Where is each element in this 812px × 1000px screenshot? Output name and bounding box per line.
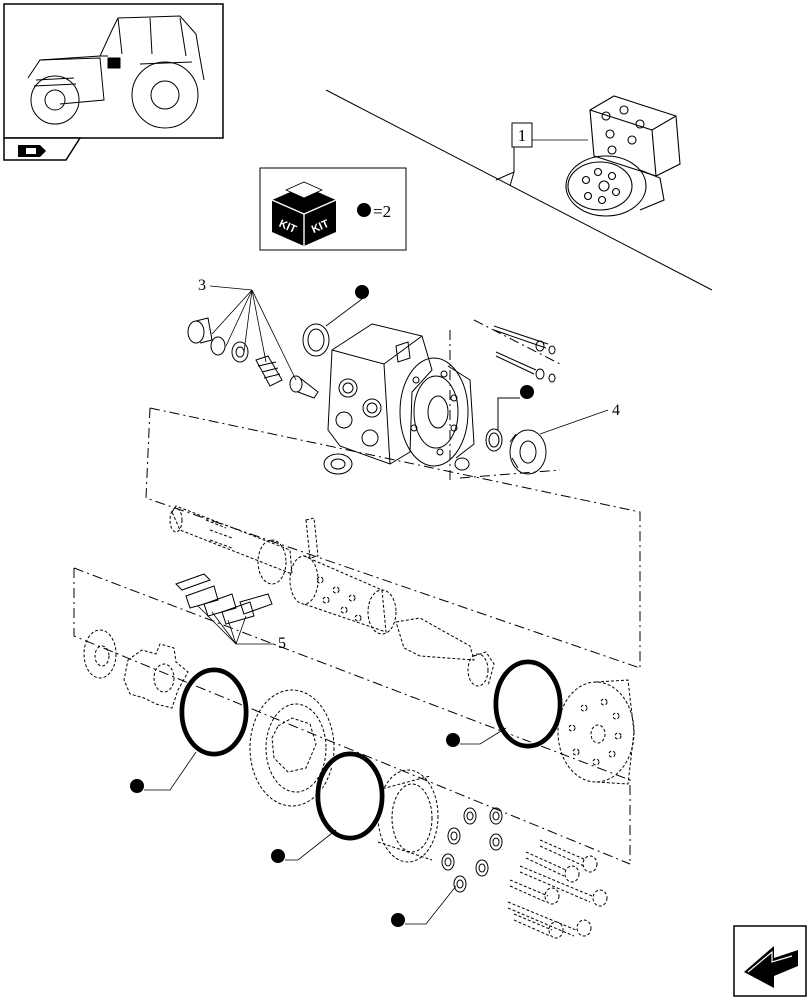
svg-text:4: 4 xyxy=(612,402,620,419)
tractor-thumbnail[interactable] xyxy=(3,3,224,161)
svg-text:3: 3 xyxy=(198,277,206,294)
kit-bullet-5 xyxy=(446,733,460,747)
next-page-arrow-icon[interactable] xyxy=(733,925,807,997)
kit-bullet-2 xyxy=(520,385,534,399)
leaf-springs-ref-5 xyxy=(175,573,273,625)
kit-bullets-lower xyxy=(130,727,507,927)
kit-legend-box: KIT KIT =2 xyxy=(259,167,407,251)
gear-parts xyxy=(83,629,439,863)
assembly-reference xyxy=(325,89,713,291)
callout-4: 4 xyxy=(539,402,620,435)
svg-text:1: 1 xyxy=(518,126,527,145)
book-arrow-icon xyxy=(18,145,46,157)
kit-bullet-1 xyxy=(355,285,369,299)
kit-bullet-icon xyxy=(357,203,371,217)
callout-5: 5 xyxy=(197,605,286,652)
kit-bullet-6 xyxy=(391,913,405,927)
end-cap-plate xyxy=(557,679,635,785)
kit-bullet-4 xyxy=(271,849,285,863)
washers xyxy=(441,807,503,893)
valve-parts-ref-3 xyxy=(187,317,319,399)
large-o-rings xyxy=(179,659,563,841)
ref-box-1: 1 xyxy=(511,122,588,148)
ring-parts-ref-4 xyxy=(485,397,547,475)
bolts xyxy=(507,839,608,939)
o-ring-seal-top xyxy=(302,323,330,357)
assembly-dashed-lines xyxy=(73,319,641,865)
callout-3: 3 xyxy=(198,277,297,381)
check-valve-pins xyxy=(493,325,556,383)
kit-bullet-3 xyxy=(130,779,144,793)
spool-and-sleeve xyxy=(169,505,495,687)
svg-text:5: 5 xyxy=(278,635,286,652)
kit-equation: =2 xyxy=(373,202,391,221)
steering-unit-illustration xyxy=(565,95,681,217)
valve-housing xyxy=(323,323,475,475)
